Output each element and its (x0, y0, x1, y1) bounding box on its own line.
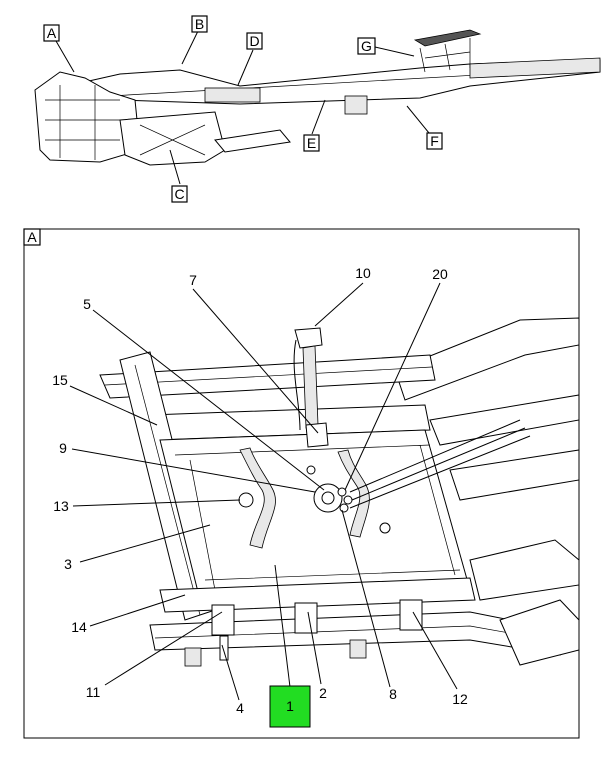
callout-12: 12 (452, 691, 468, 707)
callout-14: 14 (71, 619, 87, 635)
callout-4: 4 (236, 700, 244, 716)
callout-20: 20 (432, 266, 448, 282)
callout-letter-f: F (426, 132, 443, 150)
callout-10: 10 (355, 265, 371, 281)
svg-text:B: B (195, 16, 204, 32)
callout-letter-e: E (303, 134, 320, 152)
callout-letter-b: B (191, 15, 208, 33)
detail-illustration (99, 317, 580, 667)
callout-letter-a: A (43, 24, 60, 42)
svg-text:E: E (307, 135, 316, 151)
svg-text:A: A (27, 229, 37, 245)
overview-chassis (34, 29, 601, 166)
callout-8: 8 (389, 686, 397, 702)
svg-text:G: G (361, 38, 372, 54)
callout-7: 7 (189, 272, 197, 288)
svg-text:D: D (249, 33, 259, 49)
callout-letter-g: G (357, 37, 376, 55)
callout-9: 9 (59, 440, 67, 456)
detail-leaders (69, 282, 458, 701)
callout-letter-d: D (246, 32, 263, 50)
callout-5: 5 (83, 296, 91, 312)
detail-view-frame (23, 228, 580, 739)
callout-letter-c: C (171, 185, 188, 203)
callout-1: 1 (286, 698, 294, 714)
callout-15: 15 (52, 372, 68, 388)
callout-numbers: 10 7 20 5 15 9 13 3 14 11 4 1 2 8 12 (52, 265, 468, 716)
detail-view-label: A (23, 228, 41, 246)
callout-11: 11 (86, 684, 101, 700)
svg-text:A: A (47, 25, 57, 41)
svg-text:F: F (430, 133, 439, 149)
svg-text:C: C (174, 186, 184, 202)
callout-2: 2 (319, 685, 327, 701)
overview-leaders (55, 30, 430, 185)
callout-3: 3 (64, 556, 72, 572)
highlight-box (269, 685, 311, 728)
callout-13: 13 (53, 498, 69, 514)
